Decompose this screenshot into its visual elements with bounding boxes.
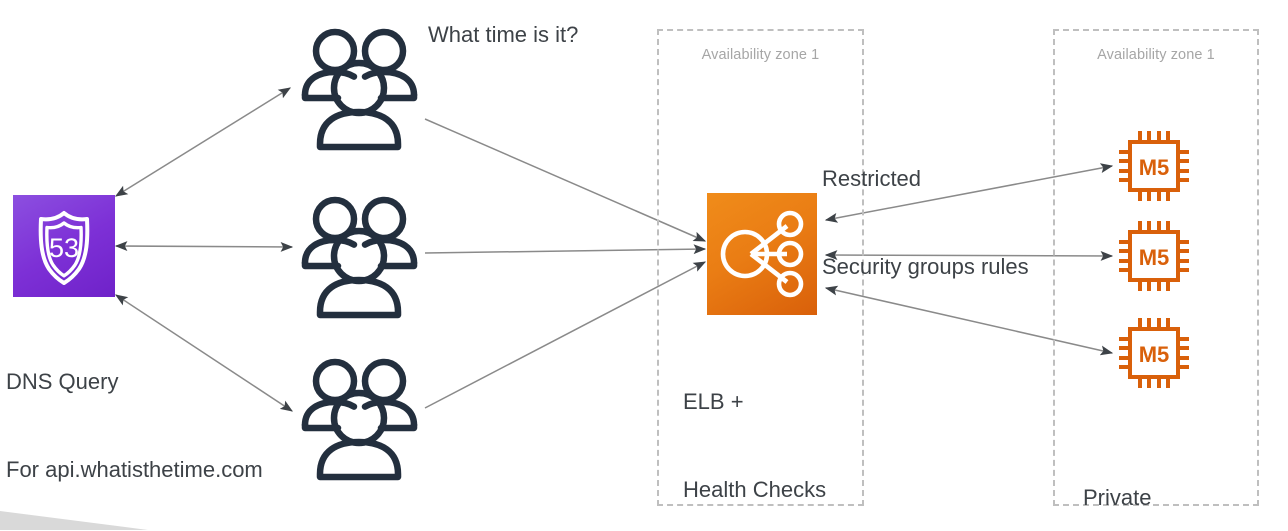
ec2-instance-chip-icon: M5 — [1119, 131, 1189, 201]
slide-corner-wedge — [0, 511, 148, 530]
route-53-service-tile[interactable]: 53 — [13, 195, 115, 297]
arrow-route53-users-top — [114, 87, 292, 197]
users-group-icon — [301, 358, 418, 481]
private-ec2-caption-line-1: Private — [1083, 484, 1152, 510]
arrow-route53-users-middle — [114, 241, 294, 252]
users-group-icon — [301, 196, 418, 319]
arrow-elb-ec2-middle — [824, 250, 1114, 261]
ec2-instance-type-label: M5 — [1139, 342, 1170, 367]
route-53-caption: DNS Query For api.whatisthetime.com Alia… — [6, 308, 263, 531]
route-53-shield-icon: 53 — [38, 211, 90, 285]
client-question-label: What time is it? — [428, 22, 579, 47]
ec2-instance-type-label: M5 — [1139, 245, 1170, 270]
ec2-instance-middle[interactable]: M5 — [1114, 216, 1194, 296]
security-groups-note-line-2: Security groups rules — [822, 254, 1029, 280]
elastic-load-balancer-icon — [720, 210, 804, 298]
route-53-caption-line-2: For api.whatisthetime.com — [6, 457, 263, 483]
route-53-caption-line-1: DNS Query — [6, 368, 119, 394]
availability-zone-label-right: Availability zone 1 — [1097, 47, 1215, 63]
elastic-load-balancer-tile[interactable] — [707, 193, 817, 315]
availability-zone-box-left: Availability zone 1 — [657, 29, 864, 506]
ec2-instance-chip-icon: M5 — [1119, 318, 1189, 388]
arrow-elb-ec2-top — [824, 163, 1114, 223]
arrow-elb-ec2-bottom — [824, 285, 1114, 356]
users-group-icon — [301, 28, 418, 151]
availability-zone-label-left: Availability zone 1 — [701, 47, 820, 63]
elb-caption-line-2: Health Checks — [683, 477, 827, 503]
elb-caption-line-1: ELB + — [683, 388, 744, 414]
availability-zone-box-right: Availability zone 1 — [1053, 29, 1259, 506]
ec2-instance-type-label: M5 — [1139, 155, 1170, 180]
ec2-instance-chip-icon: M5 — [1119, 221, 1189, 291]
users-group-middle[interactable] — [292, 190, 425, 319]
security-groups-note: Restricted Security groups rules — [822, 105, 1029, 341]
users-group-bottom[interactable] — [292, 352, 425, 481]
route-53-badge-text: 53 — [49, 233, 79, 263]
users-group-top[interactable] — [292, 22, 425, 151]
ec2-instance-bottom[interactable]: M5 — [1114, 313, 1194, 393]
arrow-route53-users-bottom — [114, 294, 294, 412]
ec2-instance-top[interactable]: M5 — [1114, 126, 1194, 206]
private-ec2-caption: Private EC2 instances — [1083, 424, 1231, 531]
security-groups-note-line-1: Restricted — [822, 165, 922, 191]
elb-caption: ELB + Health Checks — [683, 328, 826, 531]
